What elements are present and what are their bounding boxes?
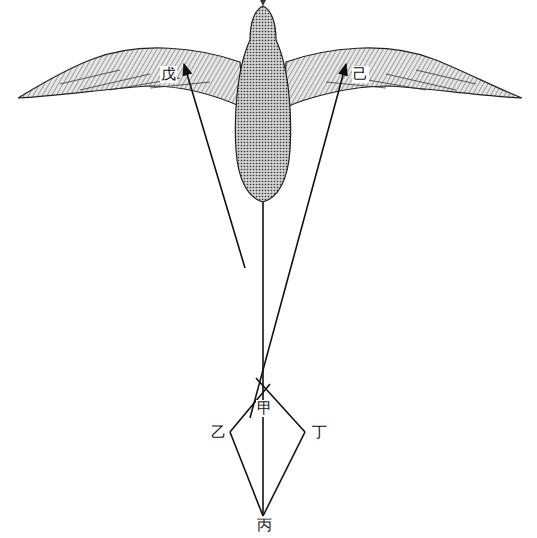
point-label: 己: [352, 66, 369, 83]
point-label: 丙: [256, 517, 273, 534]
point-label: 丁: [311, 424, 328, 441]
point-label: 甲: [256, 400, 273, 417]
point-label: 戊: [160, 66, 177, 83]
point-label: 乙: [210, 424, 227, 441]
